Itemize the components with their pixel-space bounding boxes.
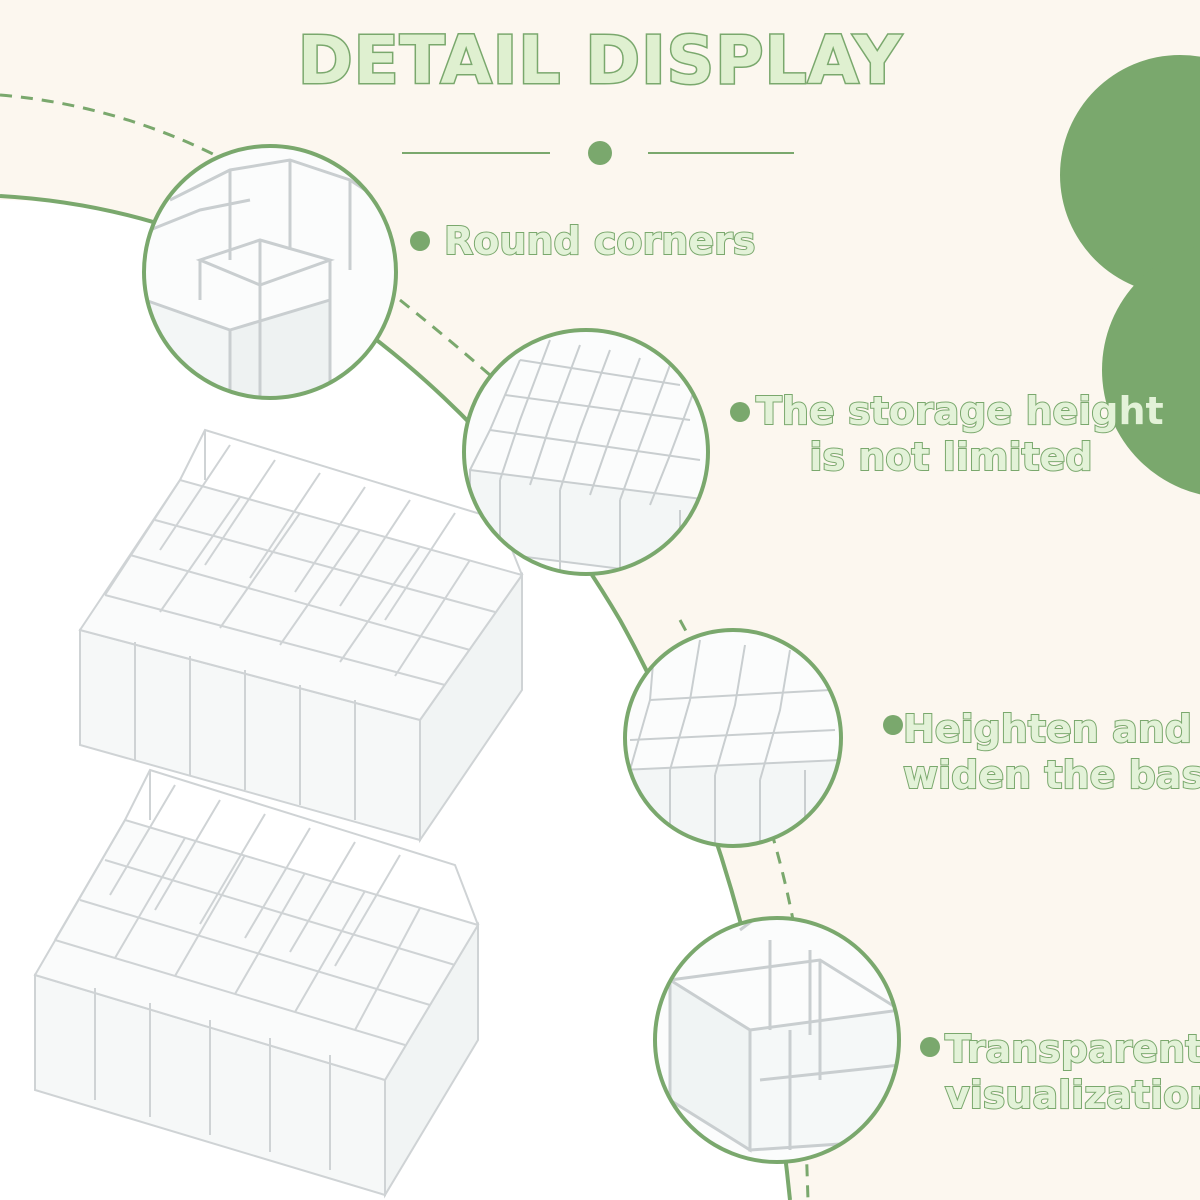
feature-1-line-1: Round corners [443, 218, 756, 264]
green-blob-bottom [1102, 245, 1200, 495]
organizer-large-image [78, 428, 524, 844]
feature-2-label: The storage height is not limited [755, 388, 1165, 480]
feature-3-line-1: Heighten and [902, 706, 1193, 752]
feature-4-label: Transparent visualization [944, 1026, 1200, 1118]
feature-4-line-1: Transparent [944, 1026, 1200, 1072]
title-separator-dot [588, 141, 612, 165]
feature-3-line-2: widen the base [902, 752, 1200, 798]
detail-circle-round-corners [142, 144, 398, 400]
feature-2-line-1: The storage height [755, 388, 1165, 434]
organizer-small-image [33, 768, 480, 1199]
page-title: DETAIL DISPLAY [296, 21, 903, 101]
detail-circle-storage-height [462, 328, 710, 576]
feature-3-label: Heighten and widen the base [902, 706, 1200, 798]
feature-1-label: Round corners [443, 218, 756, 264]
feature-4-line-2: visualization [944, 1072, 1200, 1118]
detail-circle-transparent [653, 916, 901, 1164]
feature-4-bullet-icon [920, 1037, 940, 1057]
feature-2-line-2: is not limited [808, 434, 1093, 480]
feature-3-bullet-icon [883, 715, 903, 735]
green-blob-top [1060, 55, 1200, 295]
feature-2-bullet-icon [730, 402, 750, 422]
feature-1-bullet-icon [410, 231, 430, 251]
